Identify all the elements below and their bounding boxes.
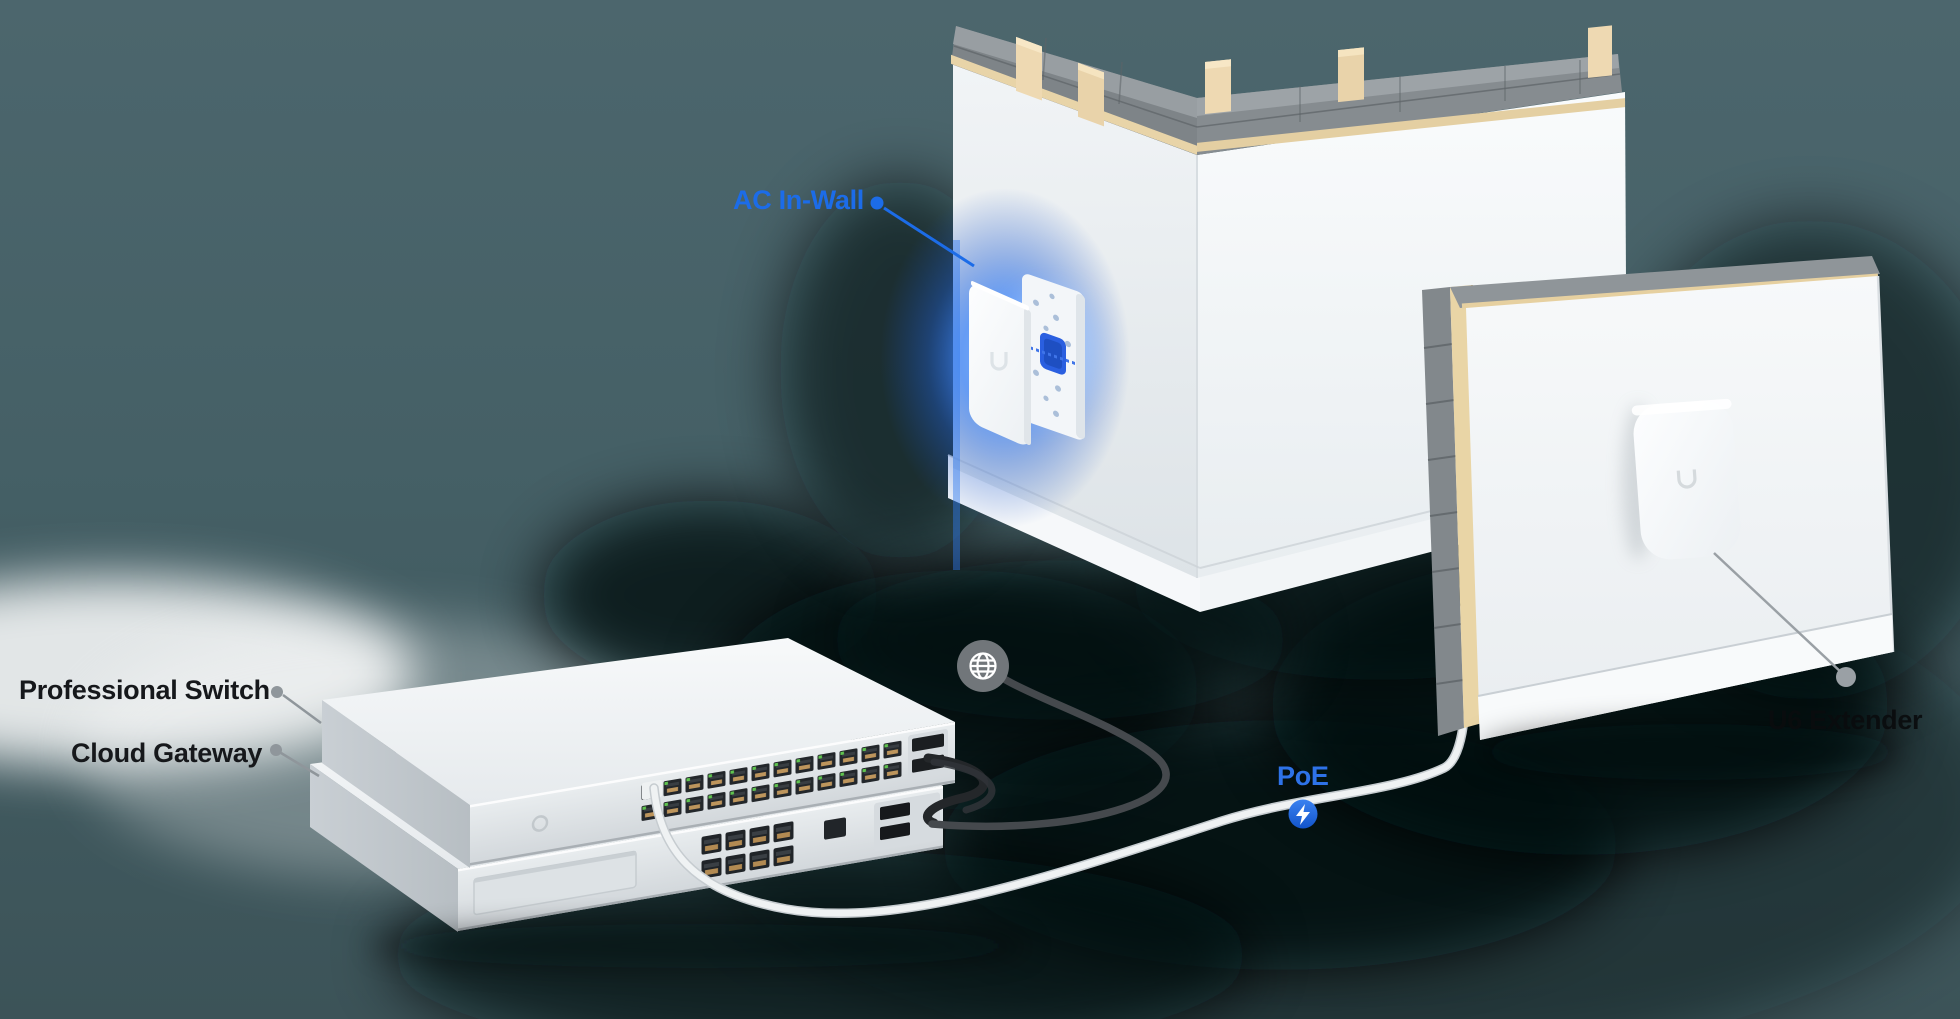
u6-extender-label: U6 Extender — [1768, 705, 1923, 735]
u-logo-icon — [990, 352, 1008, 371]
poe-ethernet-cable — [649, 605, 1471, 919]
wan-cable — [928, 676, 1170, 830]
u6-extender-leader — [1713, 552, 1856, 687]
u6-extender-device — [1631, 398, 1741, 560]
ac-in-wall-leader — [870, 196, 975, 268]
u-logo-icon — [1676, 469, 1697, 489]
professional-switch-unit — [322, 638, 955, 868]
wall-top-plate-left — [951, 36, 1197, 155]
wall-top-plate-right — [1197, 25, 1625, 152]
cloud-gateway-leader — [270, 744, 320, 778]
sfp-dac-cable — [923, 753, 996, 828]
ac-in-wall-access-point — [969, 274, 1085, 445]
professional-switch-label: Professional Switch — [19, 675, 270, 705]
rack-contact-shadow — [370, 924, 1030, 968]
internet-globe-icon — [957, 640, 1009, 692]
poe-badge — [1288, 799, 1318, 829]
professional-switch-leader — [271, 686, 322, 725]
lightning-bolt-icon — [1296, 804, 1310, 825]
wall-panel — [1422, 256, 1900, 780]
ac-in-wall-label: AC In-Wall — [733, 185, 864, 215]
poe-label: PoE — [1277, 761, 1329, 791]
cloud-gateway-label: Cloud Gateway — [71, 738, 263, 768]
